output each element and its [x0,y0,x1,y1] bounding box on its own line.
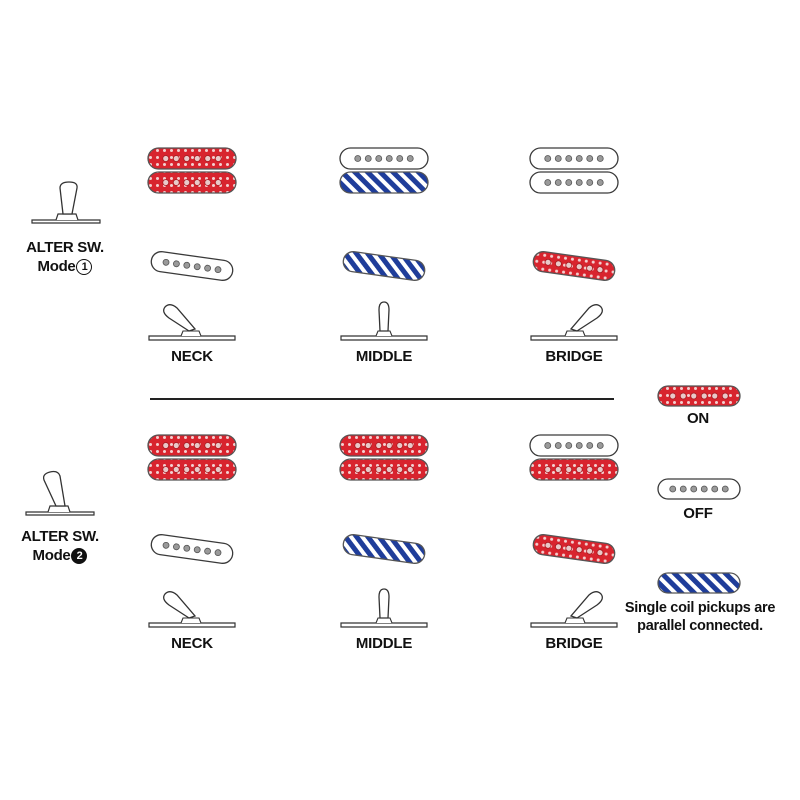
mode-number-badge: 1 [76,259,93,275]
mode1-neck-humbucker [147,147,237,194]
mode1-middle-switch-icon [340,301,428,341]
alter-switch-mode1-icon [31,181,101,224]
legend-off-label: OFF [683,505,713,522]
alter-sw-text: ALTER SW. [21,528,99,545]
legend-parallel-swatch [657,572,741,594]
mode2-bridge-label: BRIDGE [545,635,603,652]
mode2-bridge-switch-icon [530,591,618,628]
mode1-bridge-humbucker [529,147,619,194]
mode1-bridge-single-coil [532,251,616,281]
mode2-middle-humbucker [339,434,429,481]
mode-number-badge: 2 [71,548,88,564]
legend-on-label: ON [686,410,710,427]
legend-parallel-label: Single coil pickups are parallel connect… [612,599,788,635]
mode1-middle-single-coil [342,251,426,281]
mode1-bridge-switch-icon [530,304,618,341]
mode2-middle-label: MIDDLE [355,635,413,652]
mode2-middle-single-coil [342,534,426,564]
legend-parallel-line1: Single coil pickups are [624,600,776,616]
mode1-neck-single-coil [150,251,234,281]
mode2-neck-single-coil [150,534,234,564]
mode2-bridge-single-coil [532,534,616,564]
legend-on-swatch [657,385,741,407]
mode2-neck-switch-icon [148,591,236,628]
mode1-neck-label: NECK [171,348,213,365]
mode-divider [150,398,614,400]
mode2-middle-switch-icon [340,588,428,628]
mode-text: Mode [37,258,76,275]
mode1-bridge-label: BRIDGE [545,348,603,365]
mode-text: Mode [32,547,71,564]
alter-switch-mode2-icon [25,470,95,516]
mode1-middle-label: MIDDLE [355,348,413,365]
mode2-neck-humbucker [147,434,237,481]
alter-sw-text: ALTER SW. [26,239,104,256]
mode2-neck-label: NECK [171,635,213,652]
mode1-neck-switch-icon [148,304,236,341]
mode1-middle-humbucker [339,147,429,194]
legend-off-swatch [657,478,741,500]
legend-parallel-line2: parallel connected. [637,618,763,634]
mode2-bridge-humbucker [529,434,619,481]
